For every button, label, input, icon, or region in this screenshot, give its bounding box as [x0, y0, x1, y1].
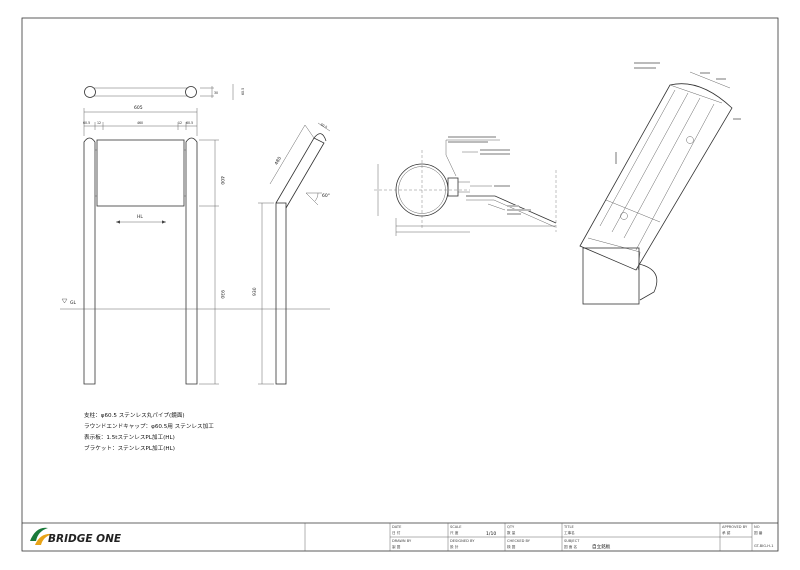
drawn-label: DRAWN BY	[392, 539, 412, 543]
drawing-code: GT-BIG-H-1	[754, 544, 774, 548]
no-value: 図 番	[754, 530, 763, 535]
note-3: 表示板：1.5tステンレスPL加工(HL)	[84, 433, 175, 441]
subject-name: 図 面 名	[564, 544, 577, 549]
note-4: ブラケット：ステンレスPL加工(HL)	[84, 444, 175, 452]
dim-gap-left: 12	[97, 121, 101, 125]
dim-post-height: 930	[219, 290, 225, 299]
checked-label: CHECKED BY	[507, 539, 531, 543]
scale-name: 尺 度	[450, 530, 459, 535]
logo-text: BRIDGE ONE	[48, 533, 122, 545]
dim-side-panel: 480	[274, 156, 284, 167]
cap-dim-b: 60.5	[241, 88, 245, 95]
iso-panel	[579, 83, 733, 271]
dim-panel-width: 460	[137, 121, 143, 125]
qty-label: QTY	[507, 525, 515, 529]
bracket-plate	[466, 195, 557, 224]
approved-value: 承 認	[722, 530, 731, 535]
side-post	[275, 202, 287, 385]
dim-pole-left: 60.5	[83, 121, 90, 125]
no-label: NO	[754, 525, 760, 529]
dim-front-width: 605	[134, 105, 143, 111]
dim-pole-right: 60.5	[186, 121, 193, 125]
scale-value: 1/10	[486, 531, 496, 537]
dim-side-height: 930	[252, 287, 258, 296]
ground-level: GL	[60, 298, 330, 310]
dim-side-pole: 60.5	[320, 122, 328, 129]
date-value: 日 付	[392, 530, 401, 535]
title-block: BRIDGE ONE DATE 日 付 SCALE 尺 度 1/10 QTY 数…	[22, 522, 778, 551]
checked-value: 検 図	[507, 544, 516, 549]
cap-dim-a: 30	[214, 91, 218, 95]
title-label: TITLE	[563, 525, 574, 529]
angle-label: 60°	[322, 193, 330, 199]
cap-top-view: 30 60.5	[84, 84, 245, 100]
dim-gap-right: 12	[178, 121, 182, 125]
section-detail	[374, 136, 557, 236]
hl-label: HL	[137, 214, 143, 220]
title-value: 工事名	[564, 530, 575, 535]
gl-label: GL	[70, 300, 76, 306]
material-notes: 支柱：φ60.5 ステンレス丸パイプ(鏡面) ラウンドエンドキャップ：φ60.5…	[84, 411, 214, 452]
note-1: 支柱：φ60.5 ステンレス丸パイプ(鏡面)	[84, 411, 185, 419]
designed-value: 設 計	[450, 544, 459, 549]
left-post	[83, 137, 96, 385]
dim-panel-height: 400	[219, 176, 225, 185]
note-2: ラウンドエンドキャップ：φ60.5用 ステンレス加工	[84, 422, 214, 430]
scale-label: SCALE	[450, 525, 462, 529]
iso-detail	[579, 62, 741, 305]
iso-post	[582, 247, 640, 305]
designed-label: DESIGNED BY	[450, 539, 475, 543]
bridge-one-logo: BRIDGE ONE	[30, 527, 122, 545]
side-view: 480 60.5 60° 930	[252, 122, 331, 385]
drawn-value: 製 図	[392, 544, 401, 549]
right-post	[185, 137, 198, 385]
front-view: 605 60.5 12 460 12 60.5 HL 400 930	[83, 105, 225, 385]
date-label: DATE	[392, 525, 402, 529]
front-panel	[96, 139, 185, 207]
subject-value: 自立銘板	[592, 543, 611, 550]
sheet-border	[21, 17, 779, 552]
qty-value: 数 量	[507, 530, 516, 535]
subject-label: SUBJECT	[564, 539, 580, 543]
approved-label: APPROVED BY	[722, 525, 748, 529]
side-panel	[275, 137, 325, 209]
